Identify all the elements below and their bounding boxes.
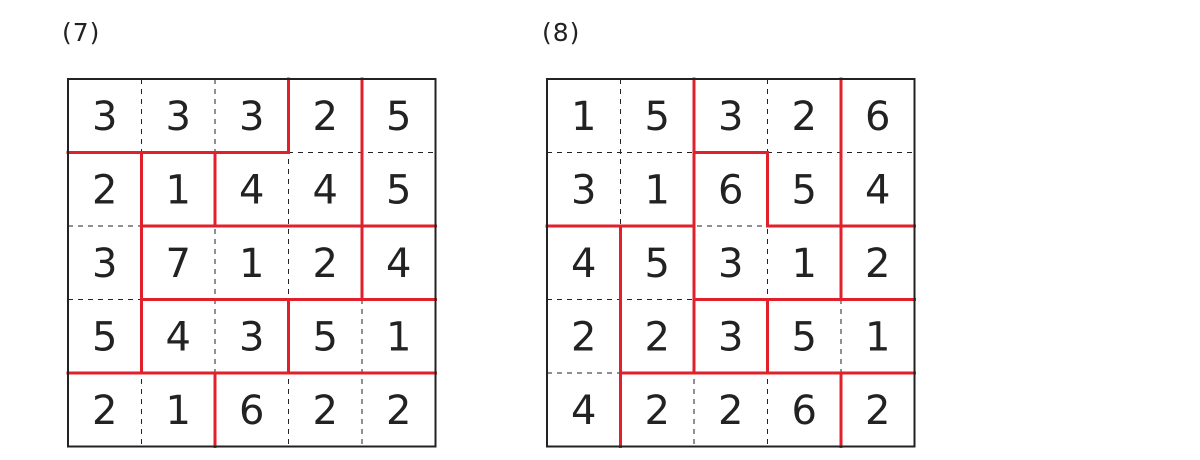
puzzle-7-cell-r2c1: 2	[92, 167, 117, 213]
puzzle-8-cell-r1c5: 6	[865, 94, 890, 140]
puzzle-8-cell-r5c3: 2	[718, 388, 743, 434]
puzzle-7-cell-r5c4: 2	[313, 388, 338, 434]
puzzle-7-cell-r2c5: 5	[386, 167, 411, 213]
puzzle-8-cell-r2c4: 5	[792, 167, 817, 213]
puzzle-8-cell-r5c4: 6	[792, 388, 817, 434]
puzzle-8-cell-r1c1: 1	[571, 94, 596, 140]
puzzle-8-cell-r4c1: 2	[571, 314, 596, 360]
puzzle-7-cell-r2c4: 4	[313, 167, 338, 213]
puzzle-8-cell-r3c4: 1	[792, 241, 817, 287]
puzzle-7-cell-r4c3: 3	[239, 314, 264, 360]
puzzle-7-cell-r3c4: 2	[313, 241, 338, 287]
puzzle-7-grid: 3 3 3 2 5 2 1 4 4 5 3 7 1 2 4 5 4 3 5 1 2 1 6 2 2	[66, 77, 437, 448]
puzzle-7-cell-r4c2: 4	[166, 314, 191, 360]
puzzle-7-cell-r1c4: 2	[313, 94, 338, 140]
puzzle-8-cell-r5c1: 4	[571, 388, 596, 434]
puzzle-8-cell-r4c2: 2	[645, 314, 670, 360]
puzzle-8-cell-r1c3: 3	[718, 94, 743, 140]
puzzle-7-cell-r2c3: 4	[239, 167, 264, 213]
puzzle-7-cell-r3c1: 3	[92, 241, 117, 287]
puzzle-7-cell-r4c4: 5	[313, 314, 338, 360]
puzzle-7-cell-r1c3: 3	[239, 94, 264, 140]
puzzle-8-cell-r2c1: 3	[571, 167, 596, 213]
puzzle-8-cell-r2c2: 1	[645, 167, 670, 213]
puzzle-7-cell-r3c5: 4	[386, 241, 411, 287]
puzzle-8-cell-r4c5: 1	[865, 314, 890, 360]
puzzle-7-cell-r2c2: 1	[166, 167, 191, 213]
puzzle-8-cell-r4c4: 5	[792, 314, 817, 360]
puzzle-8-grid: 1 5 3 2 6 3 1 6 5 4 4 5 3 1 2 2 2 3 5 1 4 2 2 6 2	[545, 77, 916, 448]
puzzle-8-cell-r4c3: 3	[718, 314, 743, 360]
puzzle-8-label: (8)	[542, 18, 581, 47]
puzzle-8-cell-r1c4: 2	[792, 94, 817, 140]
puzzle-7-cell-r3c3: 1	[239, 241, 264, 287]
puzzle-8-cell-r2c3: 6	[718, 167, 743, 213]
puzzle-7-outer-border	[67, 78, 437, 448]
puzzle-7-cell-r5c1: 2	[92, 388, 117, 434]
puzzle-8-cell-r3c5: 2	[865, 241, 890, 287]
puzzle-7-cell-r1c5: 5	[386, 94, 411, 140]
puzzle-7-cell-r5c3: 6	[239, 388, 264, 434]
puzzle-7-cell-r5c5: 2	[386, 388, 411, 434]
puzzle-8-cell-r2c5: 4	[865, 167, 890, 213]
puzzle-8-outer-border	[546, 78, 916, 448]
puzzle-8-cell-r5c5: 2	[865, 388, 890, 434]
puzzle-7-label: (7)	[62, 18, 101, 47]
puzzle-7-cell-r3c2: 7	[166, 241, 191, 287]
puzzle-7-cell-r1c2: 3	[166, 94, 191, 140]
puzzle-8-cell-r3c1: 4	[571, 241, 596, 287]
puzzle-8-cell-r3c2: 5	[645, 241, 670, 287]
puzzle-8-cell-r3c3: 3	[718, 241, 743, 287]
puzzle-7-cell-r5c2: 1	[166, 388, 191, 434]
puzzle-7-cell-r4c1: 5	[92, 314, 117, 360]
puzzle-8-cell-r5c2: 2	[645, 388, 670, 434]
puzzle-8-cell-r1c2: 5	[645, 94, 670, 140]
puzzle-7-cell-r1c1: 3	[92, 94, 117, 140]
puzzle-7-cell-r4c5: 1	[386, 314, 411, 360]
